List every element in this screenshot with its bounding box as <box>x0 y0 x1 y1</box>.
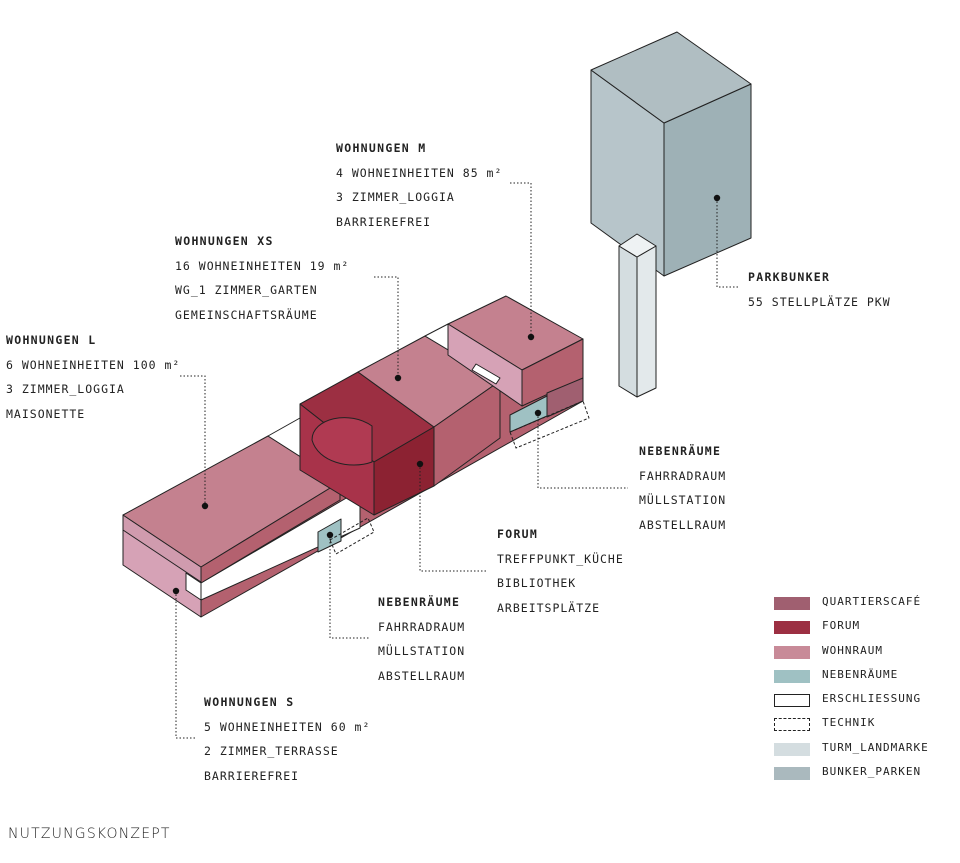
label-line: MAISONETTE <box>6 406 86 421</box>
label-line: BARRIEREFREI <box>336 214 432 229</box>
label-forum: FORUM TREFFPUNKT_KÜCHE BIBLIOTHEK ARBEIT… <box>497 522 624 620</box>
legend-label: QUARTIERSCAFÉ <box>822 595 922 608</box>
label-line: BIBLIOTHEK <box>497 576 577 590</box>
label-line: 55 STELLPLÄTZE PKW <box>748 294 891 309</box>
legend-swatch <box>774 645 810 659</box>
leader-lines <box>175 182 740 739</box>
label-title: NEBENRÄUME <box>639 444 722 458</box>
legend-swatch <box>774 767 810 781</box>
label-title: WOHNUNGEN XS <box>175 234 274 248</box>
label-line: 3 ZIMMER_LOGGIA <box>6 382 125 396</box>
turm-side-face <box>636 245 657 398</box>
label-line: MÜLLSTATION <box>639 493 727 507</box>
label-line: 6 WOHNEINHEITEN 100 m² <box>6 357 181 372</box>
turm-front-face <box>618 245 638 398</box>
label-wohnungen-xs: WOHNUNGEN XS 16 WOHNEINHEITEN 19 m² WG_1… <box>175 229 349 327</box>
label-nebenraume-left: NEBENRÄUME FAHRRADRAUM MÜLLSTATION ABSTE… <box>378 590 465 688</box>
dot-wohnungen-xs <box>394 374 402 382</box>
legend-label: TECHNIK <box>822 716 876 730</box>
label-line: BARRIEREFREI <box>204 768 300 783</box>
label-title: FORUM <box>497 527 539 541</box>
main-building <box>122 295 590 618</box>
dot-forum <box>416 460 424 468</box>
label-title: NEBENRÄUME <box>378 595 461 609</box>
legend-label: BUNKER_PARKEN <box>822 765 922 779</box>
legend-swatch <box>774 597 810 610</box>
leader-nebenraume-right <box>537 413 628 489</box>
legend-label: TURM_LANDMARKE <box>822 740 929 754</box>
label-wohnungen-l: WOHNUNGEN L 6 WOHNEINHEITEN 100 m² 3 ZIM… <box>6 328 180 426</box>
technik-right <box>509 400 590 449</box>
dot-wohnungen-l <box>201 502 209 510</box>
label-line: 5 WOHNEINHEITEN 60 m² <box>204 719 371 734</box>
parkbunker-volume <box>590 31 752 277</box>
label-line: 16 WOHNEINHEITEN 19 m² <box>175 258 350 273</box>
leader-parkbunker <box>716 198 740 288</box>
leader-wohnungen-l <box>180 375 206 506</box>
label-nebenraume-right: NEBENRÄUME FAHRRADRAUM MÜLLSTATION ABSTE… <box>639 439 726 537</box>
label-wohnungen-s: WOHNUNGEN S 5 WOHNEINHEITEN 60 m² 2 ZIMM… <box>204 690 370 788</box>
leader-wohnungen-s <box>175 591 196 739</box>
legend-label: NEBENRÄUME <box>822 667 899 681</box>
turm-top-face <box>618 233 657 258</box>
leader-forum <box>419 464 486 572</box>
dot-wohnungen-m <box>527 333 535 341</box>
label-line: WG_1 ZIMMER_GARTEN <box>175 283 318 297</box>
legend-swatch <box>774 694 810 708</box>
wohnungen-xs-side <box>433 380 501 487</box>
leader-wohnungen-xs <box>374 276 399 378</box>
label-line: 3 ZIMMER_LOGGIA <box>336 190 455 204</box>
leader-dots <box>172 194 721 595</box>
legend-label: FORUM <box>822 619 861 633</box>
label-line: ABSTELLRAUM <box>378 668 466 683</box>
legend-swatch <box>774 621 810 635</box>
label-line: GEMEINSCHAFTSRÄUME <box>175 307 318 322</box>
legend-label: WOHNRAUM <box>822 643 883 657</box>
legend-swatch <box>774 718 810 732</box>
forum-rotunda <box>311 417 373 466</box>
leader-nebenraume-left <box>329 535 370 639</box>
dot-wohnungen-s <box>172 587 180 595</box>
legend-swatch <box>774 669 810 683</box>
label-wohnungen-m: WOHNUNGEN M 4 WOHNEINHEITEN 85 m² 3 ZIMM… <box>336 136 502 234</box>
bunker-top-face <box>590 31 752 124</box>
leader-wohnungen-m <box>510 182 532 337</box>
erschliessung-m <box>471 363 501 385</box>
turm-landmarke <box>618 233 657 398</box>
label-parkbunker: PARKBUNKER 55 STELLPLÄTZE PKW <box>748 265 891 314</box>
label-line: FAHRRADRAUM <box>639 468 727 483</box>
label-line: 2 ZIMMER_TERRASSE <box>204 744 339 758</box>
legend-label: ERSCHLIESSUNG <box>822 692 922 706</box>
page-title: NUTZUNGSKONZEPT <box>8 826 171 842</box>
dot-nebenraume-left <box>326 531 334 539</box>
legend-swatch <box>774 742 810 756</box>
label-line: TREFFPUNKT_KÜCHE <box>497 551 624 566</box>
dot-nebenraume-right <box>534 409 542 417</box>
label-title: WOHNUNGEN S <box>204 695 295 709</box>
label-line: ARBEITSPLÄTZE <box>497 600 601 615</box>
label-line: 4 WOHNEINHEITEN 85 m² <box>336 165 503 180</box>
label-title: PARKBUNKER <box>748 270 831 284</box>
label-title: WOHNUNGEN M <box>336 141 427 155</box>
label-line: MÜLLSTATION <box>378 644 466 658</box>
erschliessung-corridor-end <box>185 572 202 601</box>
label-line: FAHRRADRAUM <box>378 619 466 634</box>
label-title: WOHNUNGEN L <box>6 333 97 347</box>
dot-parkbunker <box>713 194 721 202</box>
label-line: ABSTELLRAUM <box>639 517 727 532</box>
